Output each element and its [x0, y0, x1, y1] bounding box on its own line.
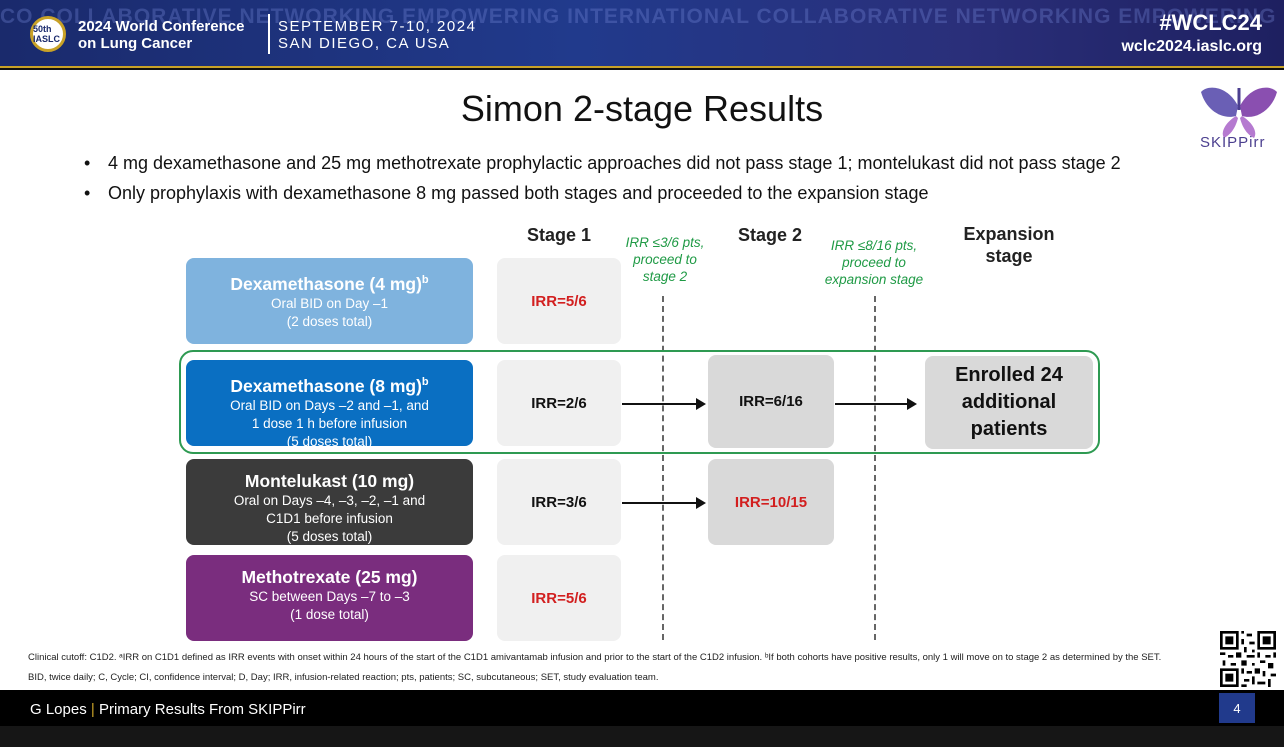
arm-description: Oral BID on Days –2 and –1, and [230, 397, 429, 413]
arm-montelukast-10mg: Montelukast (10 mg) Oral on Days –4, –3,… [186, 459, 473, 545]
arm-description: (5 doses total) [286, 433, 373, 449]
bottom-strip [0, 726, 1284, 747]
conference-website[interactable]: wclc2024.iaslc.org [1121, 38, 1262, 55]
arm-description: Oral BID on Day –1 [270, 295, 389, 311]
page-number: 4 [1219, 693, 1255, 723]
stage1-criterion-note: IRR ≤3/6 pts, proceed to stage 2 [606, 234, 724, 285]
arm-name: Dexamethasone (8 mg)b [186, 372, 473, 397]
talk-title: Primary Results From SKIPPirr [98, 701, 306, 718]
arm-dexamethasone-8mg: Dexamethasone (8 mg)b Oral BID on Days –… [186, 360, 473, 449]
stage1-result-methotrexate: IRR=5/6 [497, 555, 621, 641]
slide-title: Simon 2-stage Results [460, 88, 824, 129]
note-line: proceed to [633, 252, 697, 267]
note-line: stage 2 [642, 269, 688, 284]
conference-date: SEPTEMBER 7-10, 2024 [278, 18, 477, 35]
arm-description: Oral on Days –4, –3, –2, –1 and [233, 493, 426, 508]
expansion-text-line: patients [970, 418, 1048, 440]
arm-dexamethasone-4mg: Dexamethasone (4 mg)b Oral BID on Day –1… [186, 258, 473, 344]
stage2-threshold-line [874, 296, 876, 640]
proceed-arrow [622, 398, 706, 410]
conference-hashtag: #WCLC24 [1159, 10, 1262, 35]
arm-name: Methotrexate (25 mg) [186, 567, 473, 588]
arm-name: Montelukast (10 mg) [186, 471, 473, 492]
column-header-expansion: Expansion stage [936, 223, 1082, 267]
stage2-criterion-note: IRR ≤8/16 pts, proceed to expansion stag… [806, 237, 942, 288]
arm-description: (1 dose total) [290, 607, 369, 622]
column-header-stage2: Stage 2 [737, 225, 803, 245]
arm-description: (2 doses total) [286, 313, 373, 329]
summary-bullets: 4 mg dexamethasone and 25 mg methotrexat… [84, 152, 1234, 212]
expansion-text-line: Enrolled 24 [955, 364, 1063, 386]
proceed-arrow [622, 497, 706, 509]
stage2-result-dex8: IRR=6/16 [708, 355, 834, 448]
note-line: proceed to [842, 255, 906, 270]
proceed-arrow [835, 398, 917, 410]
qr-code-icon[interactable] [1220, 631, 1276, 687]
conference-name-line2: on Lung Cancer [78, 35, 193, 52]
footnote-marker: b [421, 274, 429, 286]
arm-description: SC between Days –7 to –3 [249, 589, 410, 604]
iaslc-seal-logo: 50th IASLC [30, 16, 66, 52]
stage1-threshold-line [662, 296, 664, 640]
passing-arm-highlight [179, 350, 1100, 454]
bullet-item: Only prophylaxis with dexamethasone 8 mg… [84, 182, 1234, 204]
stage1-result-dex4: IRR=5/6 [497, 258, 621, 344]
arm-name-text: Montelukast (10 mg) [244, 471, 415, 491]
column-header-stage1: Stage 1 [526, 225, 592, 245]
conference-dates: SEPTEMBER 7-10, 2024 SAN DIEGO, CA USA [278, 18, 476, 52]
banner-background-words: CO COLLABORATIVE NETWORKING EMPOWERING I… [0, 5, 1284, 28]
lung-butterfly-icon [1201, 87, 1277, 138]
arm-name-text: Dexamethasone (8 mg) [230, 375, 422, 396]
conference-banner: CO COLLABORATIVE NETWORKING EMPOWERING I… [0, 0, 1284, 68]
arm-description: 1 dose 1 h before infusion [251, 415, 408, 431]
footer-separator: | [90, 701, 95, 718]
note-line: expansion stage [824, 272, 924, 287]
presenter-name: G Lopes [30, 701, 87, 718]
skippirr-logo-text: SKIPPirr [1200, 134, 1266, 151]
note-line: IRR ≤8/16 pts, [830, 238, 918, 253]
slide-content: Simon 2-stage Results SKIPPirr 4 mg dexa… [0, 70, 1284, 690]
arm-description: C1D1 before infusion [266, 511, 393, 526]
conference-location: SAN DIEGO, CA USA [278, 35, 451, 52]
arm-name-text: Methotrexate (25 mg) [241, 567, 418, 587]
stage1-result-montelukast: IRR=3/6 [497, 459, 621, 545]
expansion-enrolled-box: Enrolled 24 additional patients [925, 356, 1093, 449]
bullet-item: 4 mg dexamethasone and 25 mg methotrexat… [84, 152, 1234, 174]
arm-name-text: Dexamethasone (4 mg) [230, 273, 422, 294]
expansion-header-line1: Expansion [963, 224, 1055, 244]
expansion-text-line: additional [961, 391, 1057, 413]
conference-name: 2024 World Conference on Lung Cancer [78, 18, 244, 52]
footnote-abbreviations: BID, twice daily; C, Cycle; CI, confiden… [28, 672, 659, 683]
arm-name: Dexamethasone (4 mg)b [186, 270, 473, 295]
note-line: IRR ≤3/6 pts, [625, 235, 705, 250]
arm-methotrexate-25mg: Methotrexate (25 mg) SC between Days –7 … [186, 555, 473, 641]
header-divider [268, 14, 270, 54]
slide-footer: G Lopes | Primary Results From SKIPPirr … [0, 690, 1284, 726]
stage2-result-montelukast: IRR=10/15 [708, 459, 834, 545]
stage1-result-dex8: IRR=2/6 [497, 360, 621, 446]
footer-credit: G Lopes | Primary Results From SKIPPirr [30, 701, 306, 718]
footnote-marker: b [421, 376, 429, 388]
expansion-header-line2: stage [985, 246, 1033, 266]
conference-name-line1: 2024 World Conference [78, 18, 245, 35]
arm-description: (5 doses total) [286, 529, 373, 544]
footnote-definitions: Clinical cutoff: C1D2. ᵃIRR on C1D1 defi… [28, 652, 1162, 663]
